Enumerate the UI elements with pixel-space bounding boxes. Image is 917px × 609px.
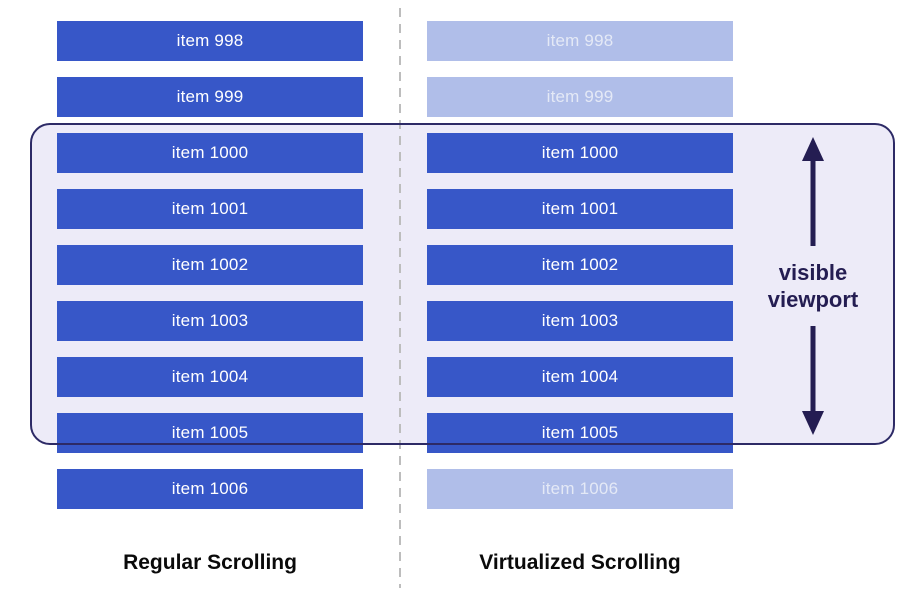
list-item: item 998 [57, 21, 363, 61]
list-item: item 999 [427, 77, 733, 117]
list-item: item 1002 [427, 245, 733, 285]
regular-scrolling-list: item 998 item 999 item 1000 item 1001 item 1… [57, 21, 363, 509]
list-item: item 1001 [57, 189, 363, 229]
list-item: item 999 [57, 77, 363, 117]
list-item: item 1005 [57, 413, 363, 453]
list-item: item 1004 [427, 357, 733, 397]
column-label-virtualized: Virtualized Scrolling [479, 551, 681, 574]
list-item: item 1000 [427, 133, 733, 173]
list-item: item 998 [427, 21, 733, 61]
virtualized-scrolling-list: item 998 item 999 item 1000 item 1001 item 1… [427, 21, 733, 509]
list-item: item 1000 [57, 133, 363, 173]
list-item: item 1003 [427, 301, 733, 341]
list-item: item 1004 [57, 357, 363, 397]
list-item: item 1002 [57, 245, 363, 285]
arrow-down-icon [802, 326, 824, 435]
list-item: item 1003 [57, 301, 363, 341]
list-item: item 1001 [427, 189, 733, 229]
viewport-annotation-group: visible viewport [753, 136, 873, 436]
viewport-annotation-line1: visible [778, 260, 848, 285]
list-item: item 1005 [427, 413, 733, 453]
arrow-up-icon [802, 137, 824, 246]
column-divider [399, 8, 401, 588]
list-item: item 1006 [57, 469, 363, 509]
viewport-annotation-line2: viewport [767, 287, 859, 312]
list-item: item 1006 [427, 469, 733, 509]
viewport-annotation-text: visible viewport [768, 259, 858, 313]
column-label-regular: Regular Scrolling [123, 551, 297, 574]
